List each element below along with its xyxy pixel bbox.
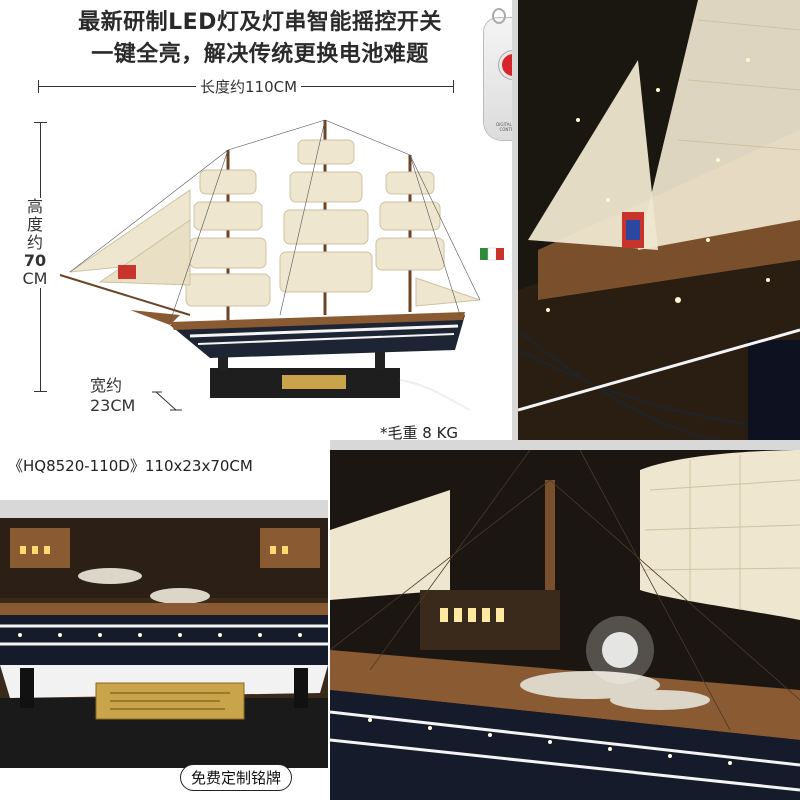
nameplate bbox=[282, 375, 346, 389]
free-nameplate-badge: 免费定制铭牌 bbox=[180, 764, 293, 791]
ship-model-image bbox=[59, 119, 504, 410]
length-label: 长度约110CM bbox=[196, 76, 302, 97]
height-label: 高 度 约 70 CM bbox=[20, 198, 50, 288]
width-label-1: 宽约 bbox=[90, 376, 123, 395]
horizontal-divider-left bbox=[0, 500, 328, 518]
closeup-stern-photo bbox=[330, 450, 800, 800]
weight-label: *毛重 8 KG bbox=[380, 424, 459, 442]
headline-line-2: 一键全亮，解决传统更换电池难题 bbox=[91, 42, 429, 67]
closeup-bow-photo bbox=[518, 0, 800, 440]
width-dimension-line bbox=[152, 391, 182, 411]
vertical-divider-top bbox=[512, 0, 518, 440]
width-label-2: 23CM bbox=[90, 396, 136, 415]
headline-line-1: 最新研制LED灯及灯串智能摇控开关 bbox=[78, 10, 442, 35]
closeup-deck-photo bbox=[0, 518, 328, 800]
model-label: 《HQ8520-110D》110x23x70CM bbox=[8, 457, 253, 475]
horizontal-divider-right bbox=[330, 440, 800, 450]
